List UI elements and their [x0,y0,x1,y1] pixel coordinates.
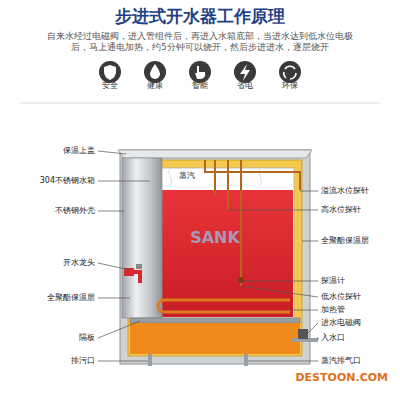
icon-label: 健康 [147,81,163,91]
icon-label: 省电 [237,81,253,91]
part-label: 304不锈钢水箱 [40,176,95,186]
icon-label: 环保 [282,81,298,91]
part-label: 加热管 [321,305,345,315]
part-label: 溢流水位探针 [321,186,369,196]
intro-text: 自来水经过电磁阀，进入管组件后，再进入水箱底部，当进水达到低水位电极后，马上通电… [40,31,360,54]
watermark: SANK [190,228,240,248]
part-label: 全聚酯保温层 [47,293,95,303]
part-label: 保温上盖 [63,146,95,156]
part-label: 进水电磁阀 [321,318,361,328]
part-label: 入水口 [321,333,345,343]
watermark: DESTOON.COM [295,371,388,385]
icon-label: 安全 [102,81,118,91]
icon-label: 智能 [192,81,208,91]
part-label: 探温计 [321,276,345,286]
part-label: 开水龙头 [63,258,95,268]
part-label: 排污口 [71,356,95,366]
title: 步进式开水器工作原理 [0,6,400,27]
part-label: 不锈钢外壳 [55,206,95,216]
part-label: 隔板 [79,333,95,343]
part-label: 高水位探针 [321,205,361,215]
steam-label: 蒸汽 [179,171,195,181]
part-label: 低水位探针 [321,292,361,302]
part-label: 蒸汽排气口 [321,356,361,366]
part-label: 全聚酯保温层 [321,236,369,246]
